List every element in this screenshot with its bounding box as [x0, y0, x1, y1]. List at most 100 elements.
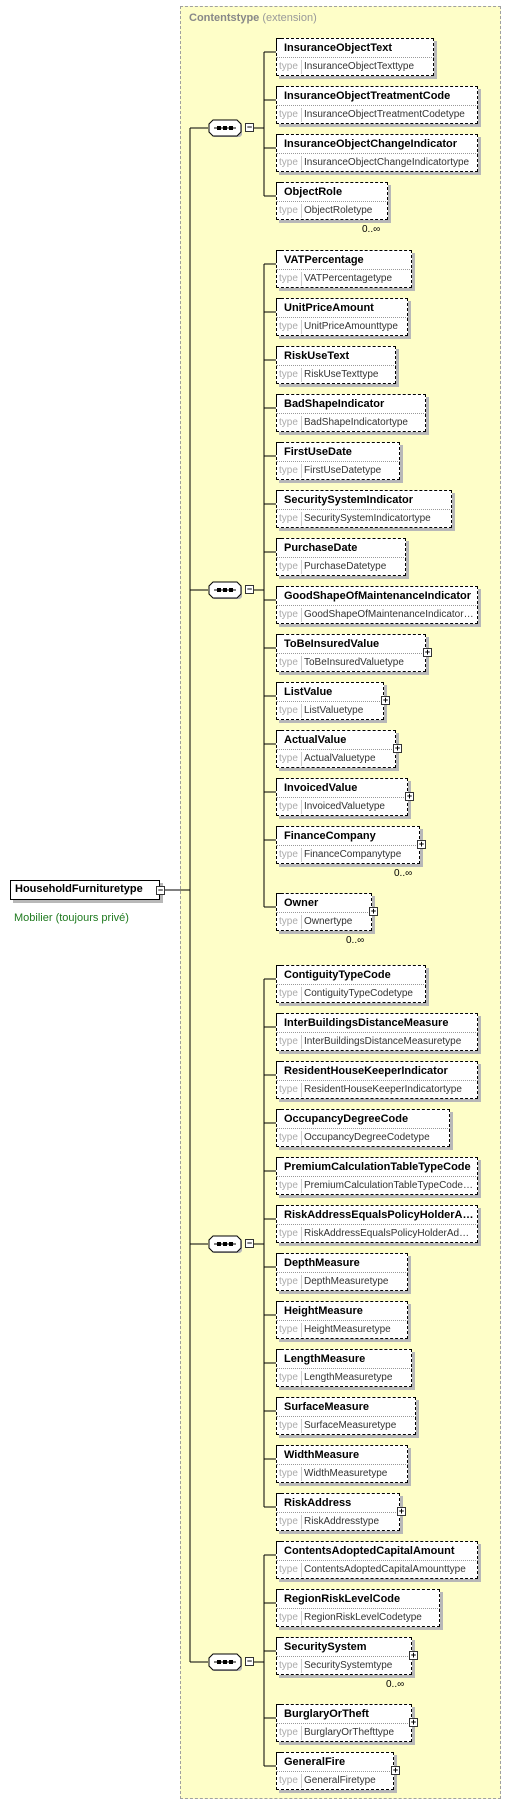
root-element[interactable]: HouseholdFurnituretype — [10, 880, 163, 903]
type-separator — [301, 204, 302, 218]
sequence-collapse-toggle-icon[interactable]: − — [245, 584, 254, 594]
schema-element[interactable]: RiskAddressEqualsPolicyHolderAddressIndi… — [276, 1205, 481, 1246]
expand-plus-icon[interactable]: + — [391, 1765, 400, 1775]
type-separator — [301, 1467, 302, 1481]
element-type-name: DepthMeasuretype — [304, 1276, 389, 1287]
element-corner-mark — [276, 1205, 282, 1215]
element-name: ListValue — [284, 686, 333, 698]
element-corner-mark — [276, 38, 282, 48]
expand-plus-icon[interactable]: + — [397, 1506, 406, 1516]
sequence-compositor-icon[interactable] — [208, 1653, 242, 1671]
element-type-name: SurfaceMeasuretype — [304, 1420, 397, 1431]
element-corner-mark — [276, 346, 282, 356]
sequence-compositor-icon[interactable] — [208, 581, 242, 599]
type-keyword: type — [279, 205, 298, 216]
sequence-collapse-toggle-icon[interactable]: − — [245, 1656, 254, 1666]
element-type-name: BurglaryOrThefttype — [304, 1727, 395, 1738]
expand-plus-icon[interactable]: + — [405, 791, 414, 801]
sequence-compositor-icon[interactable] — [208, 1235, 242, 1253]
element-name: UnitPriceAmount — [284, 302, 374, 314]
sequence-collapse-toggle-icon[interactable]: − — [245, 122, 254, 132]
type-separator — [301, 156, 302, 170]
element-type-name: FinanceCompanytype — [304, 849, 402, 860]
element-type-name: ContentsAdoptedCapitalAmounttype — [304, 1564, 466, 1575]
expand-plus-icon[interactable]: + — [409, 1717, 418, 1727]
element-type-name: LengthMeasuretype — [304, 1372, 393, 1383]
element-name: RegionRiskLevelCode — [284, 1593, 401, 1605]
element-type-name: PremiumCalculationTableTypeCodetype — [304, 1180, 474, 1191]
expand-plus-icon[interactable]: + — [417, 839, 426, 849]
type-separator — [301, 1419, 302, 1433]
type-keyword: type — [279, 1775, 298, 1786]
element-name: LengthMeasure — [284, 1353, 366, 1365]
type-separator — [301, 1563, 302, 1577]
sequence-collapse-toggle-icon[interactable]: − — [245, 1238, 254, 1248]
element-name: SecuritySystem — [284, 1641, 367, 1653]
element-name: ObjectRole — [284, 186, 343, 198]
element-name: WidthMeasure — [284, 1449, 360, 1461]
type-separator — [301, 752, 302, 766]
element-type-name: InsuranceObjectTexttype — [304, 61, 415, 72]
element-corner-mark — [276, 730, 282, 740]
expand-plus-icon[interactable]: + — [381, 695, 390, 705]
expand-plus-icon[interactable]: + — [409, 1650, 418, 1660]
sequence-compositor-icon[interactable] — [208, 119, 242, 137]
expand-plus-icon[interactable]: + — [393, 743, 402, 753]
element-type-name: UnitPriceAmounttype — [304, 321, 398, 332]
type-separator — [301, 464, 302, 478]
element-corner-mark — [276, 1541, 282, 1551]
type-separator — [301, 1774, 302, 1788]
root-collapse-toggle-icon[interactable]: − — [156, 885, 165, 895]
type-separator — [301, 1515, 302, 1529]
type-separator — [301, 915, 302, 929]
element-corner-mark — [276, 1397, 282, 1407]
expand-plus-icon[interactable]: + — [423, 647, 432, 657]
expand-plus-icon[interactable]: + — [369, 906, 378, 916]
type-separator — [301, 1323, 302, 1337]
element-corner-mark — [276, 538, 282, 548]
